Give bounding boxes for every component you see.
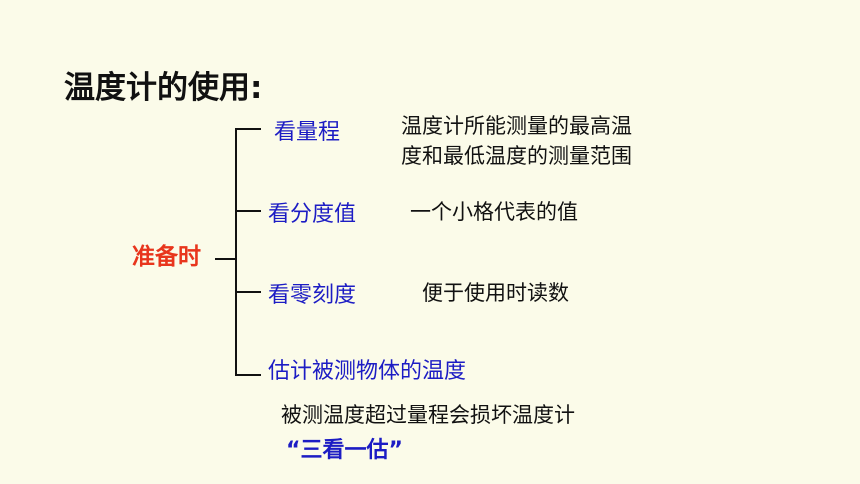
summary-quote: “三看一估”	[286, 438, 403, 463]
branch-description-range-line-1: 温度计所能测量的最高温	[401, 114, 632, 138]
branch-label-estimate-temperature: 估计被测物体的温度	[268, 359, 467, 384]
tree-connector-root	[215, 258, 236, 260]
branch-description-division-value: 一个小格代表的值	[410, 200, 578, 224]
branch-label-division-value: 看分度值	[268, 202, 357, 227]
warning-note: 被测温度超过量程会损坏温度计	[281, 403, 575, 427]
branch-label-zero-mark: 看零刻度	[268, 283, 357, 308]
tree-connector-branch-3	[235, 291, 261, 293]
tree-connector-branch-2	[235, 210, 261, 212]
branch-label-range: 看量程	[274, 120, 341, 145]
slide-title: 温度计的使用:	[64, 70, 263, 106]
tree-connector-branch-1	[235, 128, 261, 130]
tree-connector-trunk	[235, 128, 237, 376]
branch-description-zero-mark: 便于使用时读数	[422, 281, 569, 305]
tree-connector-branch-4	[235, 374, 261, 376]
branch-description-range-line-2: 度和最低温度的测量范围	[401, 144, 632, 168]
root-node-label: 准备时	[132, 244, 201, 270]
